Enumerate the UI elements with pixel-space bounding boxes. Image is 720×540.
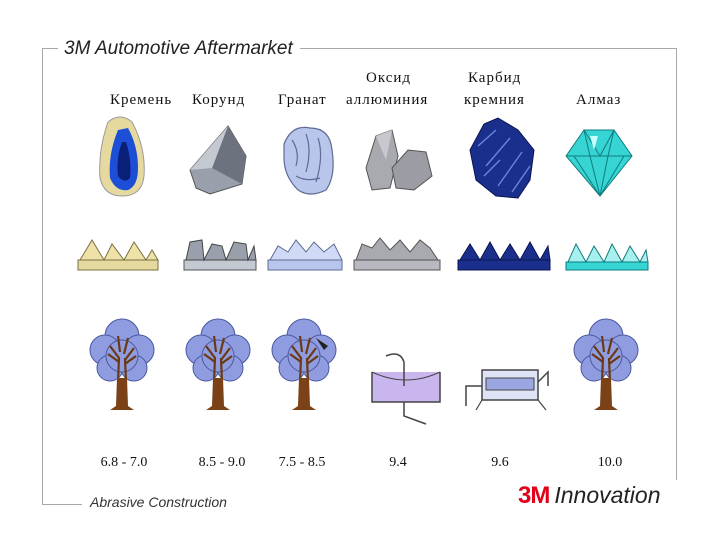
silicon-carbide-abrasive-layer-icon — [457, 240, 551, 271]
cooling-bath-icon — [371, 353, 441, 425]
tree-icon — [89, 318, 155, 412]
frame-bottom-left — [42, 504, 82, 505]
flint-stone-icon — [99, 116, 145, 197]
aluminum-oxide-stone-icon — [365, 129, 433, 191]
diamond-abrasive-layer-icon — [565, 242, 649, 271]
silicon-carbide-stone-icon — [469, 117, 535, 199]
hardness-value: 9.6 — [491, 455, 509, 470]
mineral-label: аллюминия — [346, 92, 429, 108]
mineral-label: Гранат — [278, 92, 327, 108]
brand-logo: 3M — [518, 482, 550, 509]
hardness-value: 10.0 — [597, 455, 623, 470]
tree-icon — [185, 318, 251, 412]
garnet-abrasive-layer-icon — [267, 239, 343, 271]
frame-left — [42, 48, 43, 504]
hardness-value: 9.4 — [389, 455, 407, 470]
diamond-icon — [565, 129, 633, 197]
mineral-label: Кремень — [110, 92, 173, 108]
mineral-label: Корунд — [192, 92, 246, 108]
tree-icon — [573, 318, 639, 412]
mineral-label-top: Карбид — [468, 70, 522, 86]
furnace-apparatus-icon — [465, 369, 549, 411]
frame-top-left — [42, 48, 58, 49]
mineral-label: кремния — [464, 92, 525, 108]
garnet-stone-icon — [283, 126, 334, 195]
brand-word: Innovation — [554, 482, 661, 508]
hardness-value: 6.8 - 7.0 — [100, 455, 148, 470]
footer-title: Abrasive Construction — [86, 494, 231, 510]
mineral-label-top: Оксид — [366, 70, 412, 86]
header-title: 3M Automotive Aftermarket — [60, 38, 297, 60]
flint-abrasive-layer-icon — [77, 239, 159, 271]
hardness-value: 8.5 - 9.0 — [198, 455, 246, 470]
mineral-label: Алмаз — [576, 92, 622, 108]
aluminum-oxide-abrasive-layer-icon — [353, 237, 441, 271]
corundum-stone-icon — [189, 125, 247, 195]
frame-top-right — [300, 48, 676, 49]
corundum-abrasive-layer-icon — [183, 239, 257, 271]
hardness-value: 7.5 - 8.5 — [278, 455, 326, 470]
tree-with-axe-icon — [271, 318, 337, 412]
frame-right — [676, 48, 677, 480]
